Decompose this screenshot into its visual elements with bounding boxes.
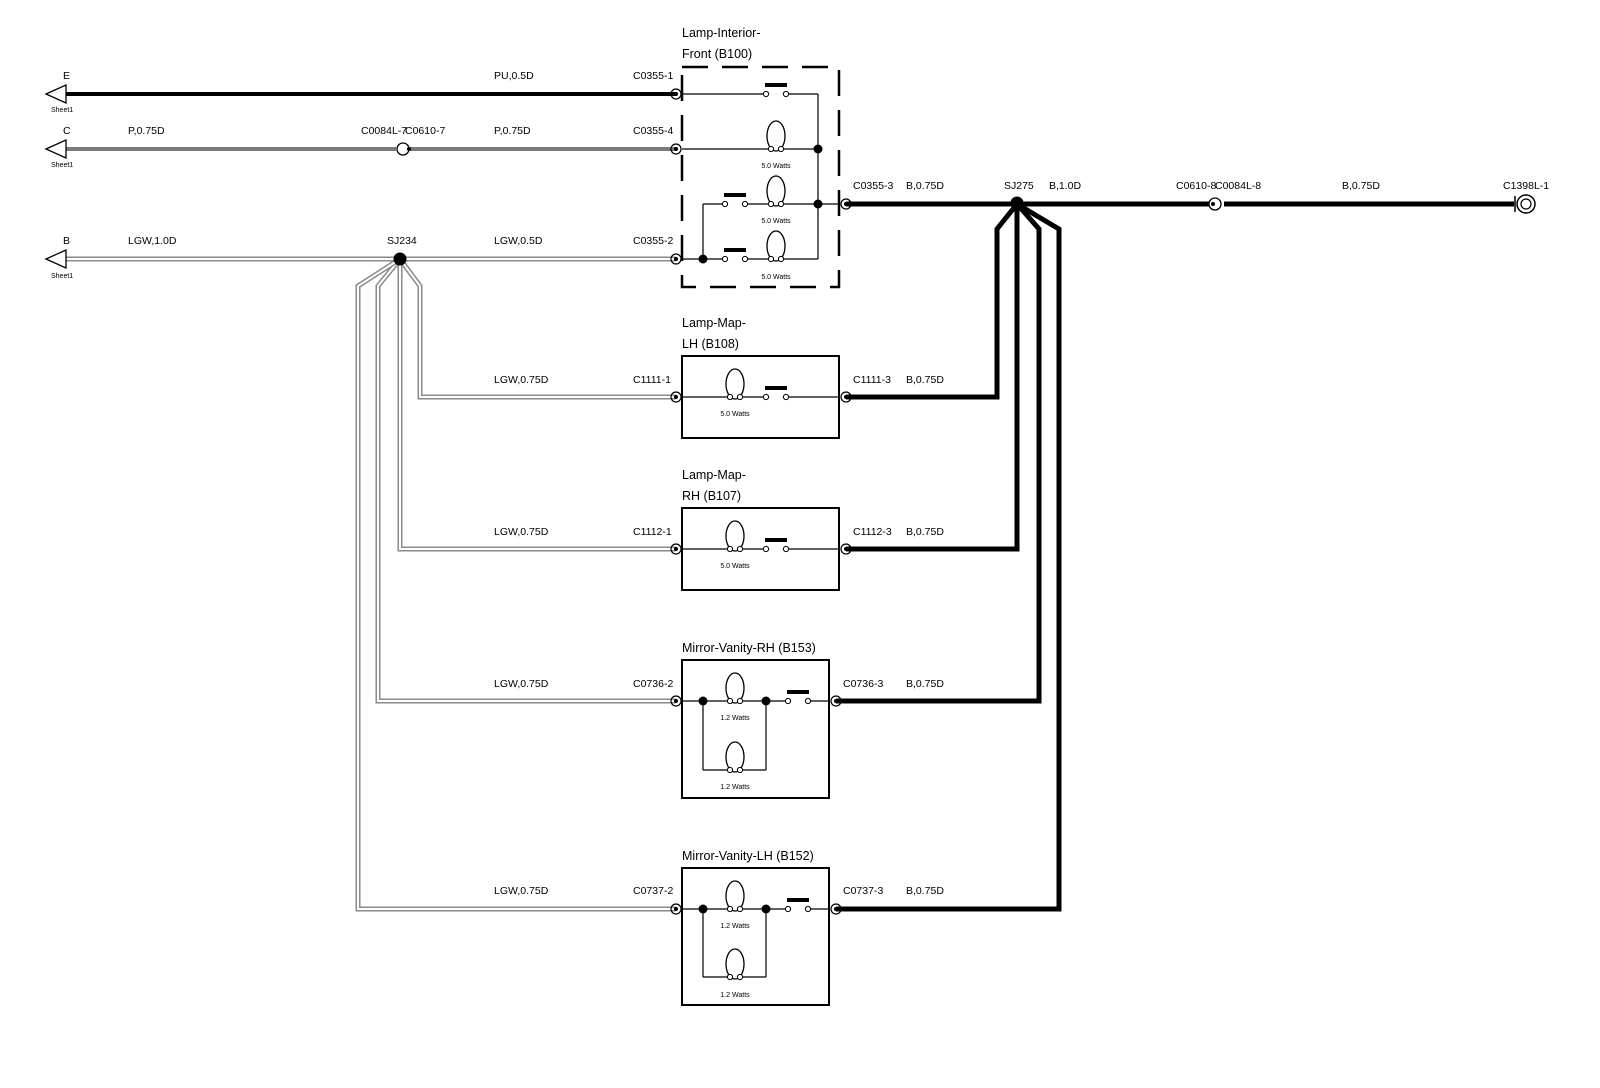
- connector-label-c0737-3: C0737-3: [843, 885, 883, 897]
- wire-label-pu-05d: PU,0.5D: [494, 70, 534, 82]
- sheet-ref-b-label: Sheet1: [51, 273, 73, 280]
- wire-lgw-10d: [44, 248, 676, 270]
- bulb-watts-b100-2: 5.0 Watts: [761, 218, 791, 225]
- ground-wires: [836, 201, 1514, 912]
- sheet-ref-c-letter: C: [63, 125, 71, 137]
- sheet-ref-e-letter: E: [63, 70, 70, 82]
- component-title-b100-line1: Lamp-Interior-: [682, 26, 761, 40]
- connector-label-c0355-2: C0355-2: [633, 235, 673, 247]
- wire-label-p-075d-right: P,0.75D: [494, 125, 531, 137]
- wire-label-b-075d-c1398: B,0.75D: [1342, 180, 1380, 192]
- wire-label-b-075d-b153: B,0.75D: [906, 678, 944, 690]
- component-title-b100-line2: Front (B100): [682, 47, 752, 61]
- bulb-watts-b153-1: 1.2 Watts: [720, 715, 750, 722]
- connector-label-c0737-2: C0737-2: [633, 885, 673, 897]
- connector-label-c0736-2: C0736-2: [633, 678, 673, 690]
- bulb-watts-b152-1: 1.2 Watts: [720, 923, 750, 930]
- connector-label-c1111-1: C1111-1: [633, 374, 671, 386]
- connector-label-c0355-3: C0355-3: [853, 180, 893, 192]
- bulb-watts-b107: 5.0 Watts: [720, 563, 750, 570]
- wire-label-b-075d-b152: B,0.75D: [906, 885, 944, 897]
- connector-label-c1111-3: C1111-3: [853, 374, 891, 386]
- sheet-ref-b-letter: B: [63, 235, 70, 247]
- component-title-b152: Mirror-Vanity-LH (B152): [682, 849, 814, 863]
- wire-label-lgw-075d-b153: LGW,0.75D: [494, 678, 549, 690]
- ground-connector-c1398l-1: [1514, 194, 1536, 214]
- component-title-b108-line2: LH (B108): [682, 337, 739, 351]
- component-b152: [681, 867, 830, 1006]
- bulb-watts-b108: 5.0 Watts: [720, 411, 750, 418]
- wire-label-b-075d-b100: B,0.75D: [906, 180, 944, 192]
- bulb-watts-b100-3: 5.0 Watts: [761, 274, 791, 281]
- wire-label-b-10d: B,1.0D: [1049, 180, 1082, 192]
- component-b100: [680, 65, 841, 289]
- component-title-b153: Mirror-Vanity-RH (B153): [682, 641, 816, 655]
- wire-p-075d: [44, 138, 676, 160]
- wire-label-lgw-075d-b108: LGW,0.75D: [494, 374, 549, 386]
- splice-sj234-dot: [393, 252, 407, 266]
- component-b107: [681, 507, 840, 591]
- wire-label-p-075d-left: P,0.75D: [128, 125, 165, 137]
- connector-label-c0610-8: C0610-8: [1176, 180, 1216, 192]
- wire-pu-05d: [44, 83, 676, 105]
- component-b108: [681, 355, 840, 439]
- connector-label-c0610-7: C0610-7: [405, 125, 445, 137]
- bulb-watts-b153-2: 1.2 Watts: [720, 784, 750, 791]
- connector-label-c1112-1: C1112-1: [633, 526, 672, 538]
- connector-label-c1398l-1: C1398L-1: [1503, 180, 1549, 192]
- sheet-ref-c-label: Sheet1: [51, 162, 73, 169]
- lgw-branches: [355, 256, 676, 912]
- component-title-b107-line1: Lamp-Map-: [682, 468, 746, 482]
- connector-label-c0355-1: C0355-1: [633, 70, 673, 82]
- wire-label-lgw-075d-b152: LGW,0.75D: [494, 885, 549, 897]
- component-b153: [681, 659, 830, 799]
- splice-sj275-dot: [1010, 196, 1024, 210]
- wire-label-lgw-05d: LGW,0.5D: [494, 235, 543, 247]
- inline-connector-c0610-8: [1208, 197, 1222, 211]
- sheet-ref-e-label: Sheet1: [51, 107, 73, 114]
- wire-label-b-075d-b108: B,0.75D: [906, 374, 944, 386]
- component-title-b107-line2: RH (B107): [682, 489, 741, 503]
- bulb-watts-b152-2: 1.2 Watts: [720, 992, 750, 999]
- connector-label-c0084l-8: C0084L-8: [1215, 180, 1261, 192]
- inline-connector-c0084l-7: [396, 142, 411, 156]
- wire-label-lgw-10d: LGW,1.0D: [128, 235, 177, 247]
- wire-label-b-075d-b107: B,0.75D: [906, 526, 944, 538]
- splice-label-sj275: SJ275: [1004, 180, 1034, 192]
- splice-label-sj234: SJ234: [387, 235, 417, 247]
- connector-label-c1112-3: C1112-3: [853, 526, 892, 538]
- connector-label-c0355-4: C0355-4: [633, 125, 673, 137]
- bulb-watts-b100-1: 5.0 Watts: [761, 163, 791, 170]
- wire-label-lgw-075d-b107: LGW,0.75D: [494, 526, 549, 538]
- connector-label-c0736-3: C0736-3: [843, 678, 883, 690]
- component-title-b108-line1: Lamp-Map-: [682, 316, 746, 330]
- connector-label-c0084l-7: C0084L-7: [361, 125, 407, 137]
